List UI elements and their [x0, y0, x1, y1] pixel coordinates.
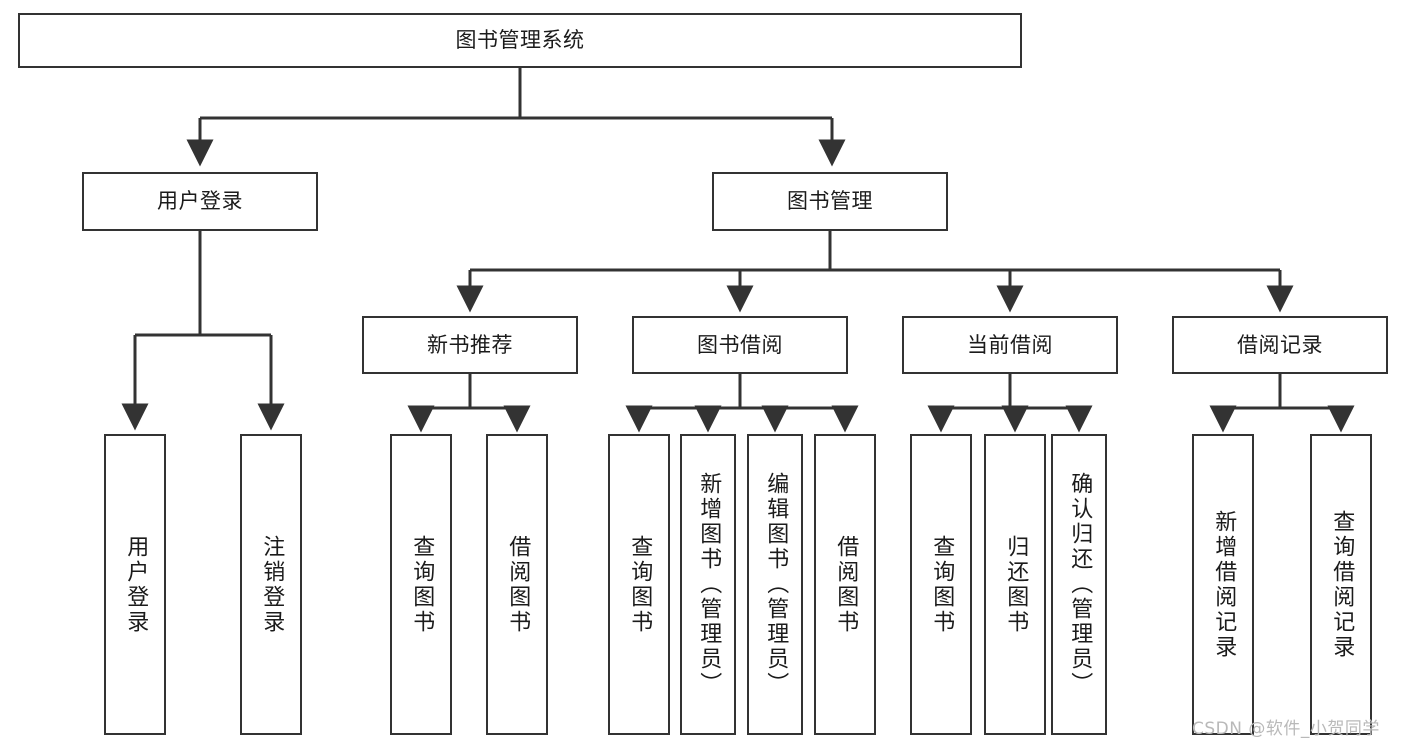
node-leaf-query-book-1-label: 查询图书: [409, 534, 435, 635]
node-leaf-query-book-3-label: 查询图书: [929, 534, 955, 635]
node-leaf-query-record-label: 查询借阅记录: [1329, 509, 1355, 660]
node-book-borrow[interactable]: 图书借阅: [632, 316, 848, 374]
node-leaf-borrow-book-1-label: 借阅图书: [505, 534, 531, 635]
node-leaf-logout-label: 注销登录: [259, 534, 285, 635]
node-leaf-user-login[interactable]: 用户登录: [104, 434, 166, 735]
node-leaf-add-book-admin-label: 新增图书（管理员）: [696, 472, 722, 697]
node-new-book-recommend-label: 新书推荐: [427, 332, 513, 357]
node-new-book-recommend[interactable]: 新书推荐: [362, 316, 578, 374]
node-leaf-confirm-return-admin[interactable]: 确认归还（管理员）: [1051, 434, 1107, 735]
node-current-borrow-label: 当前借阅: [967, 332, 1053, 357]
node-leaf-logout[interactable]: 注销登录: [240, 434, 302, 735]
node-leaf-query-book-3[interactable]: 查询图书: [910, 434, 972, 735]
node-user-login-label: 用户登录: [157, 189, 243, 214]
node-leaf-query-book-1[interactable]: 查询图书: [390, 434, 452, 735]
node-leaf-query-book-2[interactable]: 查询图书: [608, 434, 670, 735]
node-borrow-record[interactable]: 借阅记录: [1172, 316, 1388, 374]
node-current-borrow[interactable]: 当前借阅: [902, 316, 1118, 374]
node-leaf-borrow-book-2[interactable]: 借阅图书: [814, 434, 876, 735]
node-leaf-query-record[interactable]: 查询借阅记录: [1310, 434, 1372, 735]
node-leaf-edit-book-admin[interactable]: 编辑图书（管理员）: [747, 434, 803, 735]
node-book-borrow-label: 图书借阅: [697, 332, 783, 357]
node-leaf-borrow-book-2-label: 借阅图书: [833, 534, 859, 635]
node-root[interactable]: 图书管理系统: [18, 13, 1022, 68]
node-leaf-return-book[interactable]: 归还图书: [984, 434, 1046, 735]
node-leaf-add-record-label: 新增借阅记录: [1211, 509, 1237, 660]
node-root-label: 图书管理系统: [455, 28, 585, 53]
node-leaf-add-record[interactable]: 新增借阅记录: [1192, 434, 1254, 735]
node-user-login[interactable]: 用户登录: [82, 172, 318, 231]
node-leaf-add-book-admin[interactable]: 新增图书（管理员）: [680, 434, 736, 735]
node-leaf-confirm-return-admin-label: 确认归还（管理员）: [1067, 472, 1093, 697]
node-leaf-user-login-label: 用户登录: [123, 534, 149, 635]
node-leaf-query-book-2-label: 查询图书: [627, 534, 653, 635]
node-borrow-record-label: 借阅记录: [1237, 332, 1323, 357]
csdn-watermark: CSDN @软件_小贺同学: [1192, 719, 1380, 739]
node-book-manage-label: 图书管理: [787, 189, 873, 214]
node-book-manage[interactable]: 图书管理: [712, 172, 948, 231]
node-leaf-borrow-book-1[interactable]: 借阅图书: [486, 434, 548, 735]
node-leaf-edit-book-admin-label: 编辑图书（管理员）: [763, 472, 789, 697]
node-leaf-return-book-label: 归还图书: [1003, 534, 1029, 635]
